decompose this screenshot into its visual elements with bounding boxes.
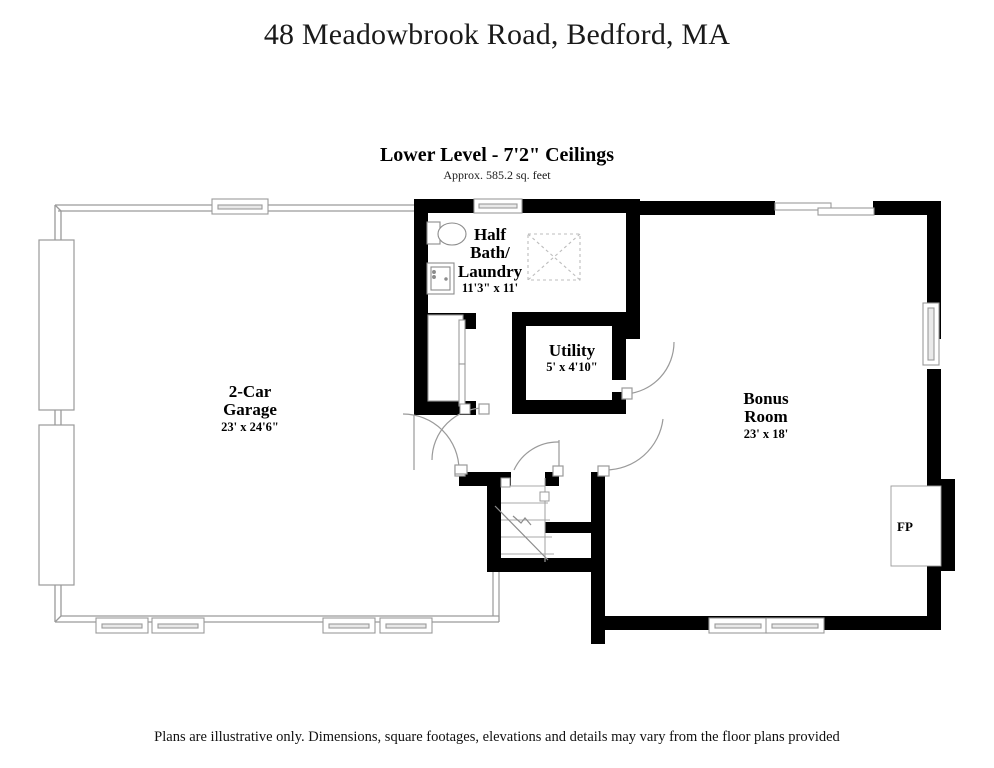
garage-interior-join: [413, 415, 500, 616]
window-bonus-bottom-2: [765, 617, 825, 634]
window-bonus-bottom-1: [708, 617, 768, 634]
window-garage-bottom-1: [95, 617, 149, 634]
room-dimensions-garage: 23' x 24'6": [221, 419, 279, 434]
fireplace-label: FP: [897, 519, 913, 534]
wall-outlines: [890, 485, 942, 567]
laundry-appliance-zone: [527, 233, 581, 281]
stair-direction-arrow: [494, 505, 549, 561]
level-subtitle: Approx. 585.2 sq. feet: [443, 168, 551, 182]
room-name-half-bath-laundry: Half Bath/ Laundry: [457, 225, 523, 281]
room-name-utility: Utility: [548, 341, 596, 360]
room-label-bonus-room: Bonus Room 23' x 18': [700, 389, 832, 441]
room-dimensions-bonus-room: 23' x 18': [743, 426, 789, 441]
room-label-utility: Utility 5' x 4'10": [512, 341, 632, 375]
garage-door-lower: [38, 424, 75, 586]
room-label-garage: 2-Car Garage 23' x 24'6": [170, 382, 330, 434]
room-dimensions-utility: 5' x 4'10": [546, 360, 598, 375]
room-name-garage: 2-Car Garage: [223, 382, 277, 420]
door-swing-stair-right: [513, 440, 564, 477]
disclaimer-text: Plans are illustrative only. Dimensions,…: [154, 729, 840, 745]
sink-vanity-fixture: [426, 262, 455, 295]
toilet-fixture: [426, 221, 467, 246]
window-laundry-top: [473, 198, 523, 214]
door-swing-utility: [621, 341, 675, 400]
window-garage-top: [211, 198, 269, 215]
door-swing-bonus: [597, 418, 664, 477]
room-name-bonus-room: Bonus Room: [743, 389, 789, 427]
window-garage-bottom-4: [379, 617, 433, 634]
window-bonus-right: [922, 302, 940, 366]
door-jambs: [459, 403, 550, 502]
door-swing-laundry: [431, 403, 490, 461]
door-swing-garage-entry: [454, 464, 468, 475]
room-dimensions-half-bath-laundry: 11'3" x 11': [461, 281, 519, 296]
sliding-door-bonus-top: [774, 202, 875, 216]
room-label-half-bath-laundry: Half Bath/ Laundry 11'3" x 11': [429, 225, 551, 296]
closet-doors: [427, 314, 466, 407]
window-garage-bottom-2: [151, 617, 205, 634]
page-title: 48 Meadowbrook Road, Bedford, MA: [263, 18, 731, 51]
garage-door-upper: [38, 239, 75, 411]
window-garage-bottom-3: [322, 617, 376, 634]
level-title: Lower Level - 7'2" Ceilings: [379, 144, 615, 166]
